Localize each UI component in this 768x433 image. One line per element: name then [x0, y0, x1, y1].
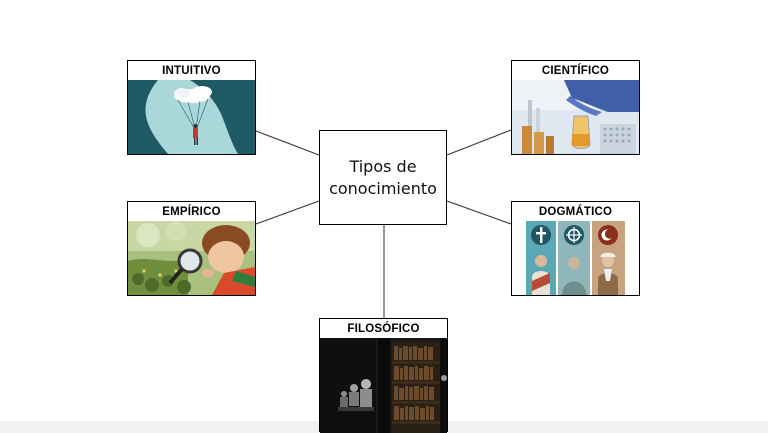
link-intuitivo — [255, 130, 320, 156]
child-magnifier-image — [128, 221, 255, 295]
central-concept-line-2: conocimiento — [329, 178, 437, 198]
religions-image — [512, 221, 639, 295]
laboratory-image — [512, 80, 639, 154]
node-intuitivo: INTUITIVO — [127, 60, 256, 155]
central-concept-box: Tipos de conocimiento — [319, 130, 447, 225]
node-dogmatico: DOGMÁTICO — [511, 201, 640, 296]
node-empirico: EMPÍRICO — [127, 201, 256, 296]
node-filosofico-title: FILOSÓFICO — [347, 323, 420, 335]
node-empirico-title: EMPÍRICO — [162, 206, 221, 218]
central-concept-line-1: Tipos de — [349, 156, 417, 176]
node-cientifico: CIENTÍFICO — [511, 60, 640, 155]
node-cientifico-title: CIENTÍFICO — [541, 65, 610, 77]
central-concept-text: Tipos de conocimiento — [321, 156, 445, 200]
library-busts-image — [320, 338, 447, 433]
node-dogmatico-title: DOGMÁTICO — [538, 206, 613, 218]
link-empirico — [255, 200, 320, 225]
node-intuitivo-title: INTUITIVO — [162, 65, 221, 77]
link-cientifico — [446, 129, 512, 156]
link-dogmatico — [446, 200, 512, 225]
node-filosofico: FILOSÓFICO — [319, 318, 448, 433]
intuition-head-image — [128, 80, 255, 154]
